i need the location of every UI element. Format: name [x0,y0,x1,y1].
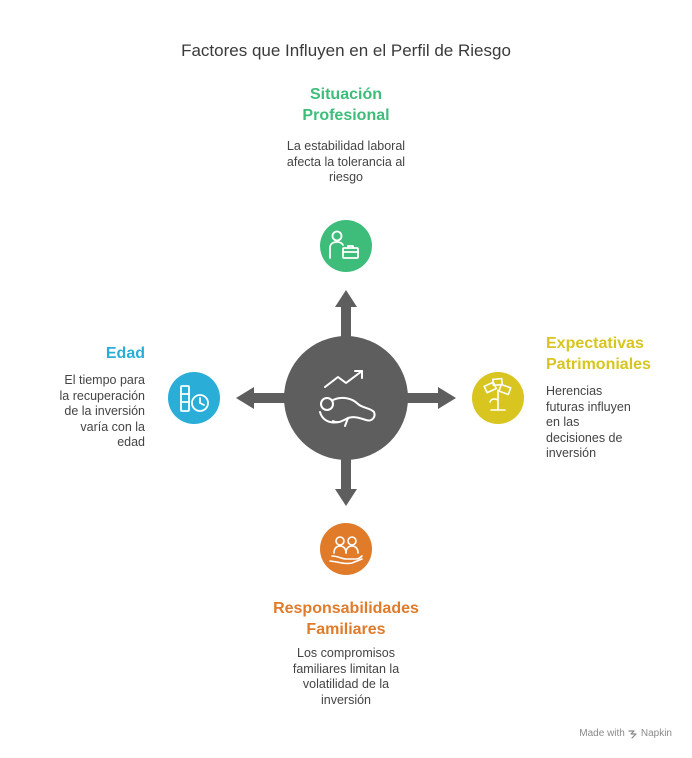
right-factor-title-line: Patrimoniales [546,356,651,373]
right-factor-title-line: Expectativas [546,335,644,352]
bottom-factor-description-line: Los compromisos [297,646,395,660]
right-factor-description-line: en las [546,415,580,429]
age-node [168,372,220,424]
professional-node [320,220,372,272]
arrow-up [335,290,357,343]
top-factor-description-line: afecta la tolerancia al [286,154,406,169]
left-factor-description-line: de la inversión [64,404,145,418]
diagram-title: Factores que Influyen en el Perfil de Ri… [181,41,511,60]
family-node [320,523,372,575]
top-factor-title-line: Situación [309,86,382,103]
family-hand-icon [329,536,363,565]
top-factor-title-line: Profesional [302,107,390,124]
bottom-factor-title-line: Responsabilidades [273,600,419,617]
left-factor-description-line: la recuperación [59,388,145,403]
left-factor-description-line: varía con la [80,419,145,434]
patrimonial-node [472,372,524,424]
money-plant-icon [483,377,512,411]
watermark-prefix: Made with [579,728,625,739]
bottom-factor-description-line: familiares limitan la [292,661,400,676]
right-factor-description-line: decisiones de [546,430,623,445]
arrow-down [335,455,357,506]
bottom-factor-description-line: inversión [320,692,372,707]
left-factor-description-line: edad [117,435,145,449]
left-factor-title-line: Edad [105,345,145,362]
napkin-logo-icon [628,729,637,739]
watermark-brand: Napkin [640,728,672,739]
arrow-left [236,387,294,409]
right-factor-description-line: inversión [546,446,597,460]
left-factor-title: Edad [45,343,145,364]
watermark: Made with Napkin [579,728,672,739]
arrow-right [398,387,456,409]
age-clock-icon [180,385,209,412]
center-node [284,336,408,460]
top-factor-description-line: La estabilidad laboral [286,139,406,153]
professional-worker-briefcase-icon [329,230,359,259]
right-factor-description-line: futuras influyen [546,399,631,414]
arrows [236,290,456,506]
bottom-factor-description-line: volatilidad de la [302,677,390,691]
top-factor-description-line: riesgo [328,170,364,184]
relaxed-person-rising-chart-icon [319,370,376,427]
left-factor-description-line: El tiempo para [64,373,145,387]
bottom-factor-title-line: Familiares [306,621,386,638]
right-factor-description-line: Herencias [546,384,603,398]
